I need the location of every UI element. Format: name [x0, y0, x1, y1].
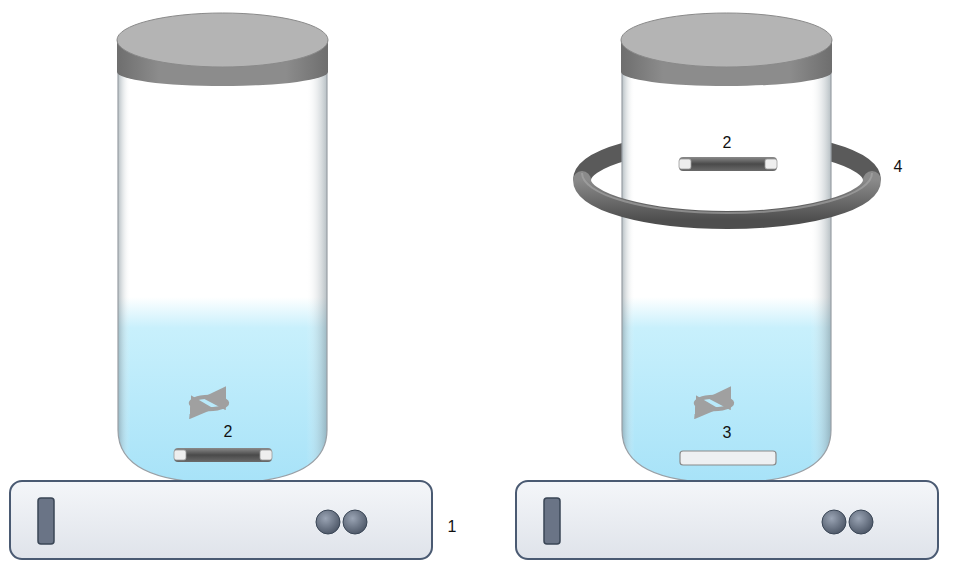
callout-number: 1 [448, 519, 457, 535]
callout-number: 2 [224, 424, 233, 440]
callout-number: 3 [723, 425, 732, 441]
callout-number: 4 [894, 159, 903, 175]
callout-number: 2 [723, 135, 732, 151]
